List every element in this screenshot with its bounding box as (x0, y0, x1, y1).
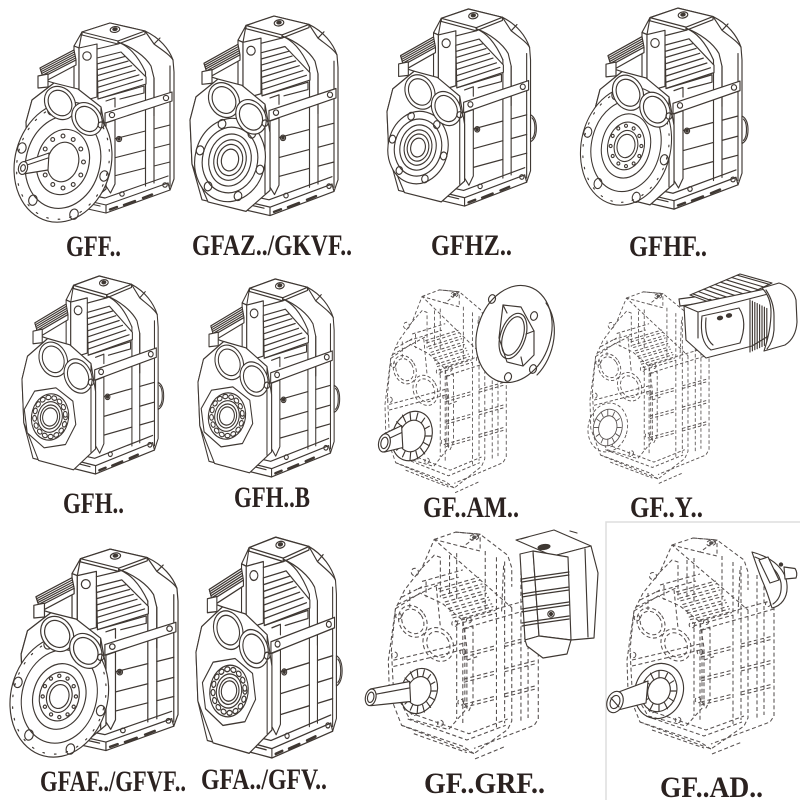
svg-text:GF..GRF..: GF..GRF.. (424, 767, 545, 800)
svg-text:GFH..: GFH.. (63, 487, 124, 520)
svg-text:GFF..: GFF.. (66, 230, 121, 263)
svg-text:GFHF..: GFHF.. (629, 230, 707, 263)
svg-text:GFAZ../GKVF..: GFAZ../GKVF.. (192, 229, 352, 262)
svg-text:GF..Y..: GF..Y.. (630, 491, 703, 524)
svg-text:GFAF../GFVF..: GFAF../GFVF.. (40, 765, 186, 798)
svg-text:GFH..B: GFH..B (234, 481, 310, 514)
svg-text:GFHZ..: GFHZ.. (431, 229, 512, 262)
svg-text:GF..AD..: GF..AD.. (660, 771, 763, 800)
svg-text:GFA../GFV..: GFA../GFV.. (201, 763, 327, 796)
svg-text:GF..AM..: GF..AM.. (423, 491, 519, 524)
